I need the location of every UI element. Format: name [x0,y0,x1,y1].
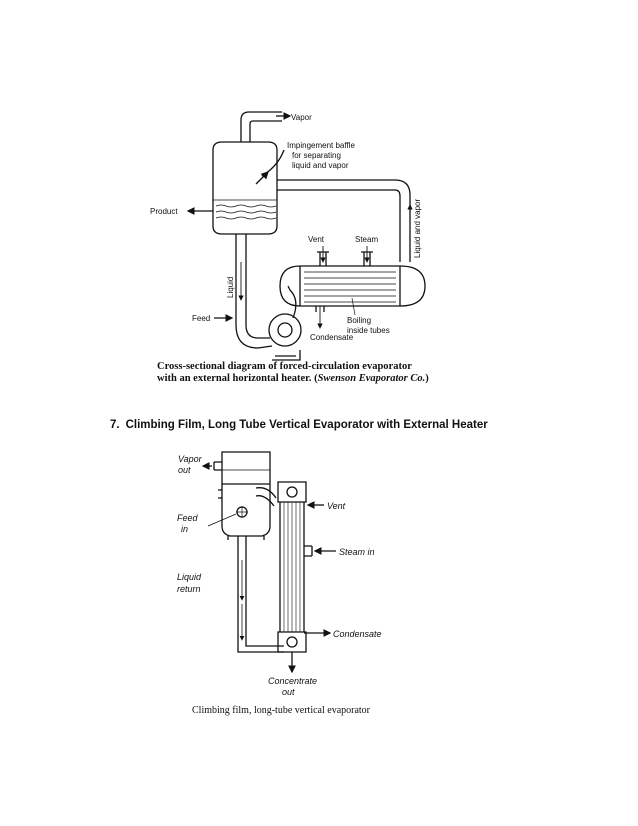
climbing-film-diagram [201,451,336,674]
label-vapor-out: Vapor [178,454,203,464]
label-vapor: Vapor [291,113,312,122]
figure2-labels: Vapor out Vent Feed in Steam in Liquid r… [177,454,382,716]
label-feed: Feed [192,314,210,323]
figure2-caption: Climbing film, long-tube vertical evapor… [192,705,371,716]
label-baffle: for separating [292,151,341,160]
label-baffle: liquid and vapor [292,161,349,170]
label-vent: Vent [308,235,325,244]
label-feed-in: Feed [177,513,199,523]
label-steam: Steam [355,235,378,244]
section-title: Climbing Film, Long Tube Vertical Evapor… [125,419,488,431]
label-condensate: Condensate [333,629,382,639]
figure1-labels: Vapor Impingement baffle for separating … [150,113,429,384]
label-feed-in: in [181,524,188,534]
label-concentrate-out: out [282,687,295,697]
label-steam-in: Steam in [339,547,375,557]
label-product: Product [150,207,178,216]
label-baffle: Impingement baffle [287,141,355,150]
label-boiling: Boiling [347,316,371,325]
label-vent: Vent [327,501,346,511]
section-number: 7. [110,419,120,431]
section-heading: 7. Climbing Film, Long Tube Vertical Evap… [110,419,488,431]
label-liquid: Liquid [226,277,235,298]
figure1-caption: Cross-sectional diagram of forced-circul… [157,361,412,372]
label-vapor-out: out [178,465,191,475]
label-boiling: inside tubes [347,326,390,335]
label-concentrate-out: Concentrate [268,676,317,686]
label-liquid-return: Liquid [177,572,202,582]
figure1-caption: with an external horizontal heater. (Swe… [157,373,429,384]
label-liquid-and-vapor: Liquid and vapor [413,199,422,258]
label-condensate: Condensate [310,333,354,342]
forced-circulation-diagram [186,111,426,361]
label-liquid-return: return [177,584,201,594]
